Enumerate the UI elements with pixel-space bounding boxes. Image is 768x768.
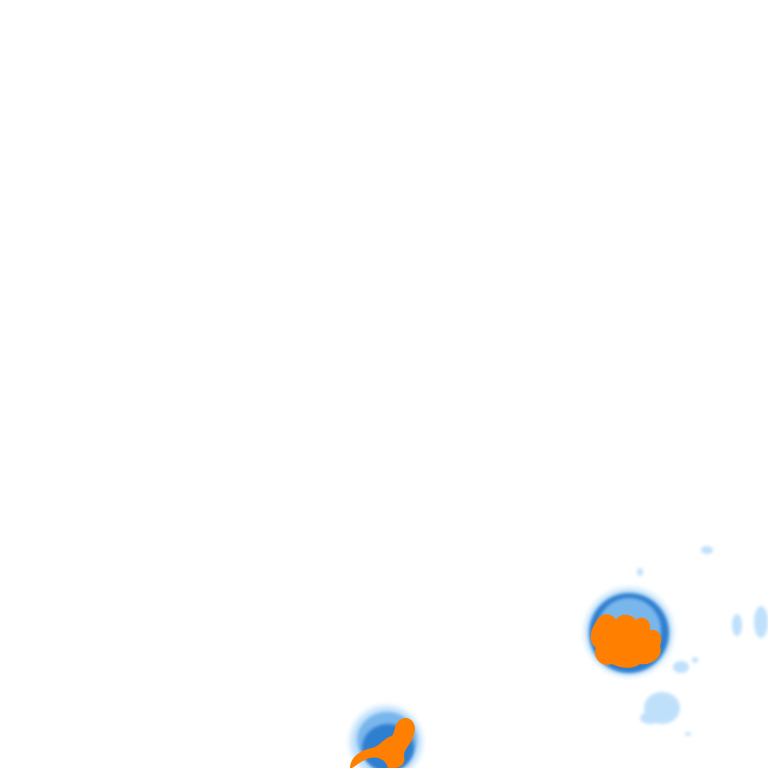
light-echo [685, 732, 691, 736]
light-echo [732, 614, 742, 636]
light-echo [754, 606, 768, 638]
light-echo [692, 657, 698, 663]
light-echo [637, 568, 643, 576]
light-echoes [637, 546, 768, 736]
storm-cell-south [350, 706, 422, 768]
light-echo [640, 712, 660, 724]
light-echo [673, 661, 689, 673]
light-echo [701, 546, 713, 554]
storm-core [590, 614, 662, 668]
storm-core-fragment [638, 638, 655, 655]
storm-core [350, 717, 415, 768]
storm-cell-east [585, 588, 673, 676]
